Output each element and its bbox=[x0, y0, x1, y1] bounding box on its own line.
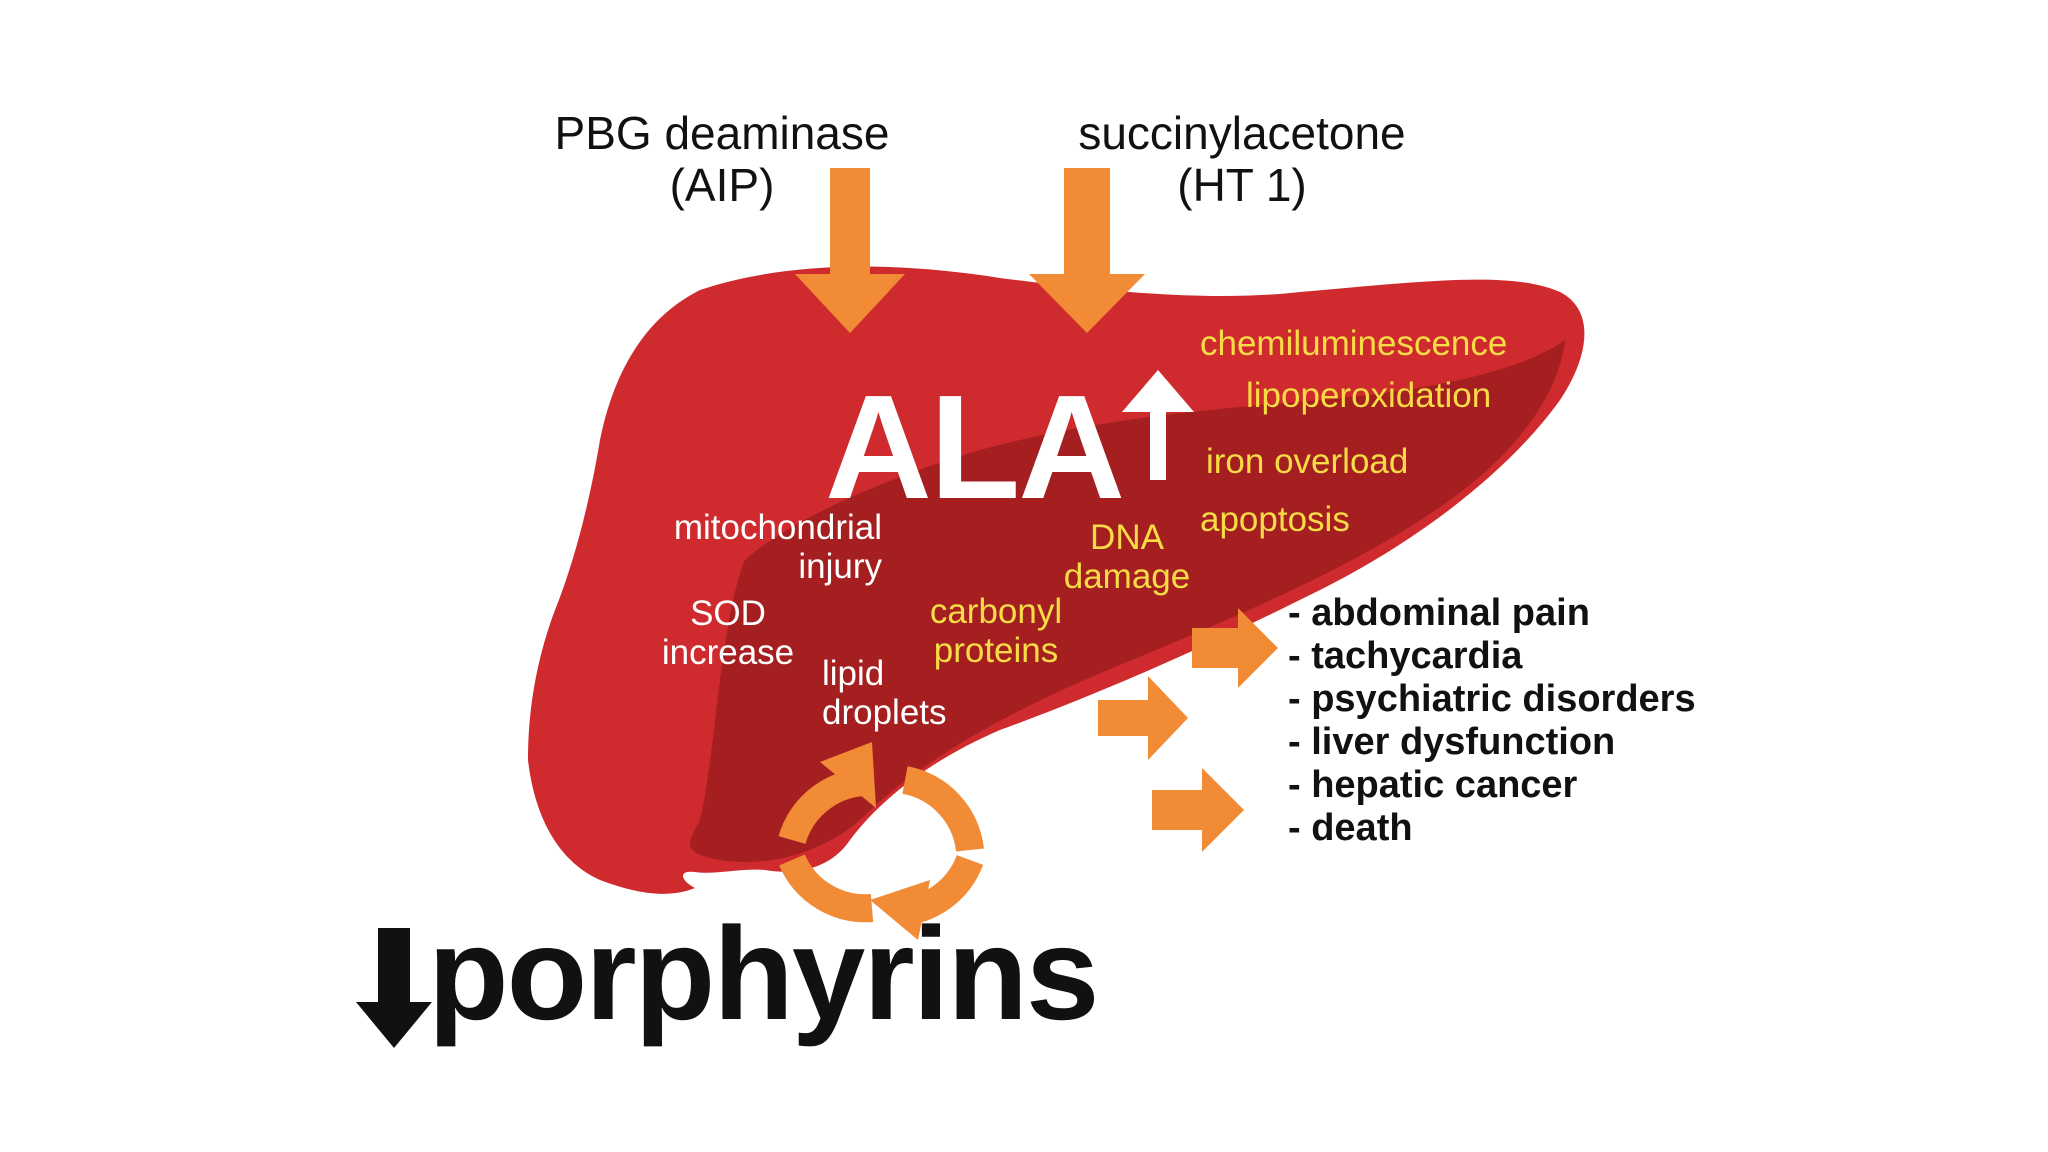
mechanism-mitochondrial-injury: mitochondrial injury bbox=[662, 508, 882, 586]
cause-abbr: (AIP) bbox=[669, 158, 775, 211]
cause-name: succinylacetone bbox=[1078, 107, 1406, 159]
mechanism-line: injury bbox=[798, 547, 882, 587]
outcome-arrow-3-icon bbox=[1152, 768, 1244, 852]
mechanism-line: lipid bbox=[822, 654, 885, 693]
recycle-arrows-icon bbox=[778, 742, 984, 940]
mechanism-line: DNA bbox=[1090, 518, 1164, 557]
mechanism-line: droplets bbox=[822, 693, 947, 733]
mechanism-line: damage bbox=[1063, 557, 1191, 597]
mechanism-apoptosis: apoptosis bbox=[1200, 500, 1350, 539]
mechanism-line: increase bbox=[661, 633, 795, 673]
mechanism-line: SOD bbox=[690, 594, 766, 633]
mechanism-sod-increase: SOD increase bbox=[658, 594, 798, 672]
cause-arrow-1-icon bbox=[795, 168, 905, 333]
mechanism-line: mitochondrial bbox=[673, 508, 882, 547]
mechanism-lipoperoxidation: lipoperoxidation bbox=[1246, 376, 1491, 415]
mechanism-line: iron overload bbox=[1206, 442, 1409, 481]
mechanism-carbonyl-proteins: carbonyl proteins bbox=[926, 592, 1066, 670]
cause-succinylacetone: succinylacetone (HT 1) bbox=[1062, 107, 1422, 211]
cause-abbr: (HT 1) bbox=[1177, 158, 1307, 211]
porphyrins-down-arrow-icon bbox=[356, 928, 432, 1048]
outcomes-list: - abdominal pain - tachycardia - psychia… bbox=[1288, 592, 1696, 850]
mechanism-line: apoptosis bbox=[1200, 500, 1350, 539]
outcome-item: - abdominal pain bbox=[1288, 592, 1590, 634]
mechanism-dna-damage: DNA damage bbox=[1058, 518, 1196, 596]
mechanism-line: lipoperoxidation bbox=[1246, 376, 1492, 415]
liver-shading bbox=[690, 340, 1565, 863]
cause-pbg-deaminase: PBG deaminase (AIP) bbox=[542, 107, 902, 211]
mechanism-lipid-droplets: lipid droplets bbox=[822, 654, 947, 732]
mechanism-iron-overload: iron overload bbox=[1206, 442, 1408, 481]
outcome-arrow-2-icon bbox=[1098, 676, 1188, 760]
cause-name: PBG deaminase bbox=[554, 107, 890, 159]
outcome-arrow-1-icon bbox=[1192, 608, 1278, 688]
outcome-item: - death bbox=[1288, 807, 1413, 849]
porphyrins-label: porphyrins bbox=[428, 900, 1099, 1047]
mechanism-line: proteins bbox=[933, 631, 1059, 671]
mechanism-chemiluminescence: chemiluminescence bbox=[1200, 324, 1507, 363]
outcome-item: - hepatic cancer bbox=[1288, 764, 1578, 806]
mechanism-line: carbonyl bbox=[929, 592, 1063, 631]
ala-up-arrow-icon bbox=[1122, 370, 1194, 480]
outcome-item: - psychiatric disorders bbox=[1288, 678, 1696, 720]
mechanism-line: chemiluminescence bbox=[1200, 324, 1508, 363]
outcome-item: - tachycardia bbox=[1288, 635, 1523, 677]
ala-label: ALA bbox=[825, 365, 1125, 530]
cause-arrow-2-icon bbox=[1029, 168, 1145, 333]
outcome-item: - liver dysfunction bbox=[1288, 721, 1616, 763]
